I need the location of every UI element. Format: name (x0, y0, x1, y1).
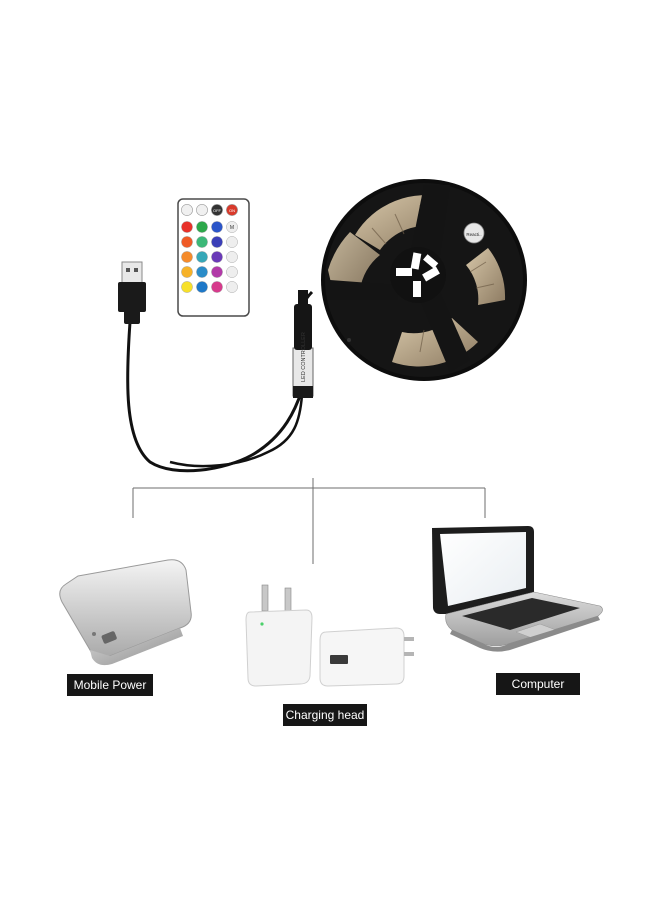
remote-color-button (226, 281, 238, 293)
remote-color-button (196, 221, 208, 233)
remote-top-button (196, 204, 208, 216)
remote-color-button (211, 251, 223, 263)
remote-color-button (196, 236, 208, 248)
remote-color-button (196, 266, 208, 278)
remote-top-button (181, 204, 193, 216)
remote-color-button (211, 266, 223, 278)
remote-color-button (181, 221, 193, 233)
laptop-icon (432, 526, 603, 652)
remote-color-button (196, 281, 208, 293)
remote-color-button (211, 236, 223, 248)
remote-color-button (181, 266, 193, 278)
power-bank-icon (59, 559, 192, 666)
remote-color-button (181, 251, 193, 263)
remote-color-button (211, 281, 223, 293)
controller-label: LED CONTROLLER (301, 332, 307, 382)
remote-color-button (181, 281, 193, 293)
led-reel-icon: Reacti.. (321, 179, 527, 381)
remote-color-button (226, 251, 238, 263)
remote-top-button-label: OFF (213, 208, 222, 213)
remote-top-button (226, 204, 238, 216)
connector-lines (132, 478, 486, 564)
remote-color-button (226, 266, 238, 278)
remote-top-button-label: ON (229, 208, 235, 213)
remote-button-grid: OFF ON M (181, 204, 238, 293)
usb-cable (126, 290, 314, 473)
wall-charger-icon (245, 584, 414, 687)
remote-color-button (196, 251, 208, 263)
usb-plug-icon (118, 261, 146, 324)
charging-head-label: Charging head (283, 704, 367, 726)
remote-color-button (181, 236, 193, 248)
reel-sticker: Reacti.. (466, 232, 481, 237)
remote-side-button-label: M (230, 225, 234, 231)
led-controller-icon: LED CONTROLLER (292, 290, 314, 398)
remote-top-button (211, 204, 223, 216)
computer-label: Computer (496, 673, 580, 695)
mobile-power-label: Mobile Power (67, 674, 153, 696)
remote-color-button (226, 236, 238, 248)
remote-color-button (211, 221, 223, 233)
remote-color-button (226, 221, 238, 233)
remote-control-icon: OFF ON M (177, 198, 250, 317)
